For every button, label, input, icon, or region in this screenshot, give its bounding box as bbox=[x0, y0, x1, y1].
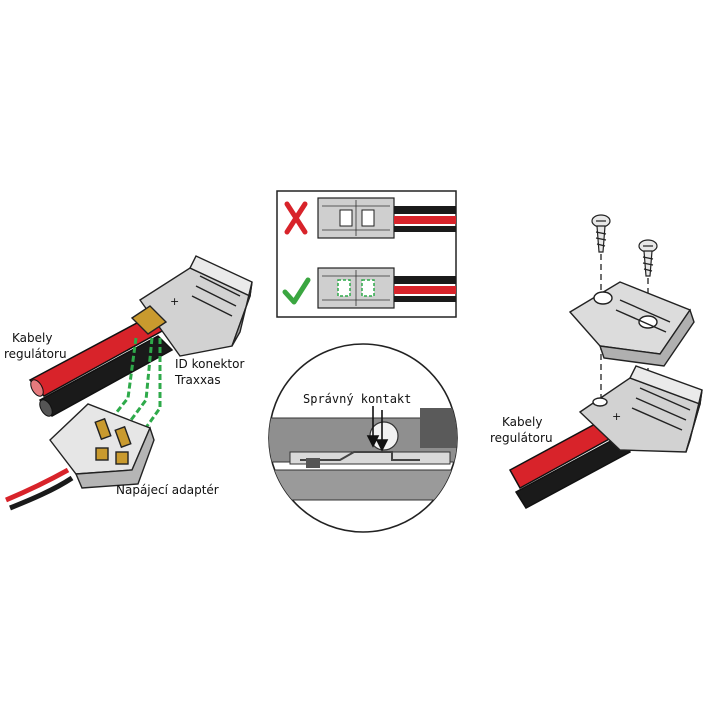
check-mark-icon bbox=[282, 277, 311, 305]
screw-1 bbox=[591, 214, 611, 253]
left-esc-wires bbox=[28, 315, 174, 417]
svg-text:+: + bbox=[170, 295, 179, 308]
contact-zoom-detail: Správný kontakt bbox=[268, 343, 458, 533]
svg-text:+: + bbox=[612, 410, 621, 423]
wrong-orientation-row bbox=[284, 197, 456, 239]
left-assembly: + Kabely regulátoru ID konektor Traxxas … bbox=[4, 255, 253, 511]
screw-2 bbox=[638, 239, 658, 277]
orientation-comparison-panel bbox=[276, 190, 457, 318]
contact-arrows bbox=[366, 406, 389, 452]
right-assembly: + Kabely regulátoru bbox=[490, 214, 703, 509]
id-connector-label-2: Traxxas bbox=[174, 373, 221, 387]
left-adapter-wires bbox=[5, 467, 74, 511]
mounting-clip bbox=[568, 281, 695, 367]
cross-mark-icon bbox=[284, 201, 308, 235]
power-adapter-label: Napájecí adaptér bbox=[116, 483, 219, 497]
correct-orientation-row bbox=[282, 267, 456, 309]
correct-contact-label: Správný kontakt bbox=[303, 392, 411, 406]
right-esc-wires bbox=[508, 415, 632, 509]
id-connector-label: ID konektor bbox=[175, 357, 244, 371]
left-wires-label-2: regulátoru bbox=[4, 347, 67, 361]
right-wires-label: Kabely bbox=[502, 415, 542, 429]
left-wires-label: Kabely bbox=[12, 331, 52, 345]
right-traxxas-connector: + bbox=[578, 365, 703, 453]
left-power-adapter bbox=[49, 403, 155, 489]
right-wires-label-2: regulátoru bbox=[490, 431, 553, 445]
left-traxxas-connector: + bbox=[130, 255, 253, 357]
